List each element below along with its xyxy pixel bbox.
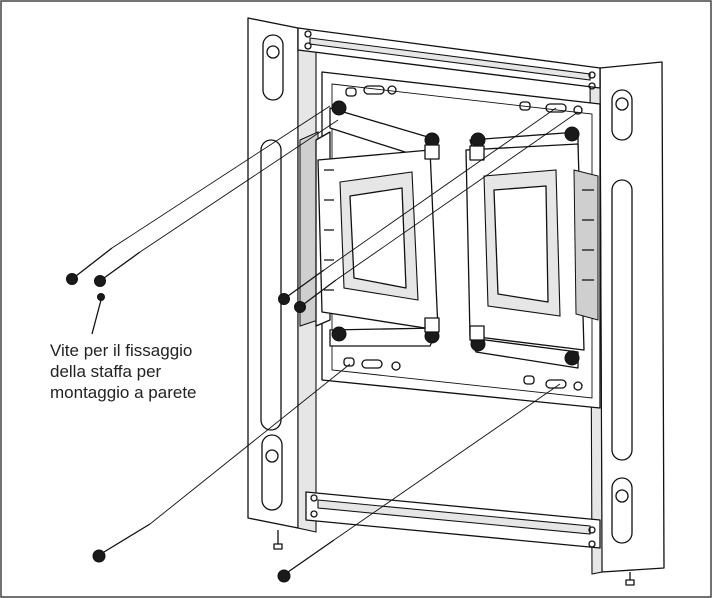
screw-upper-left-2 bbox=[94, 119, 339, 287]
screw-lower-right bbox=[277, 383, 561, 583]
screw-upper-right-1 bbox=[278, 107, 557, 305]
left-arm-assembly bbox=[299, 100, 440, 347]
right-wall-rail bbox=[589, 61, 665, 586]
top-horizontal-rail bbox=[297, 27, 601, 90]
screw-callout-label: Vite per il fissaggio della staffa per m… bbox=[50, 340, 250, 403]
bottom-horizontal-rail bbox=[305, 491, 601, 549]
callout-line-3: montaggio a parete bbox=[50, 383, 197, 402]
screw-upper-left-1 bbox=[66, 105, 331, 285]
callout-line-2: della staffa per bbox=[50, 362, 162, 381]
screw-lower-left bbox=[92, 363, 351, 563]
callout-pointer bbox=[91, 293, 105, 335]
callout-line-1: Vite per il fissaggio bbox=[50, 341, 193, 360]
screw-upper-right-2 bbox=[294, 111, 579, 313]
right-arm-assembly bbox=[465, 126, 599, 369]
